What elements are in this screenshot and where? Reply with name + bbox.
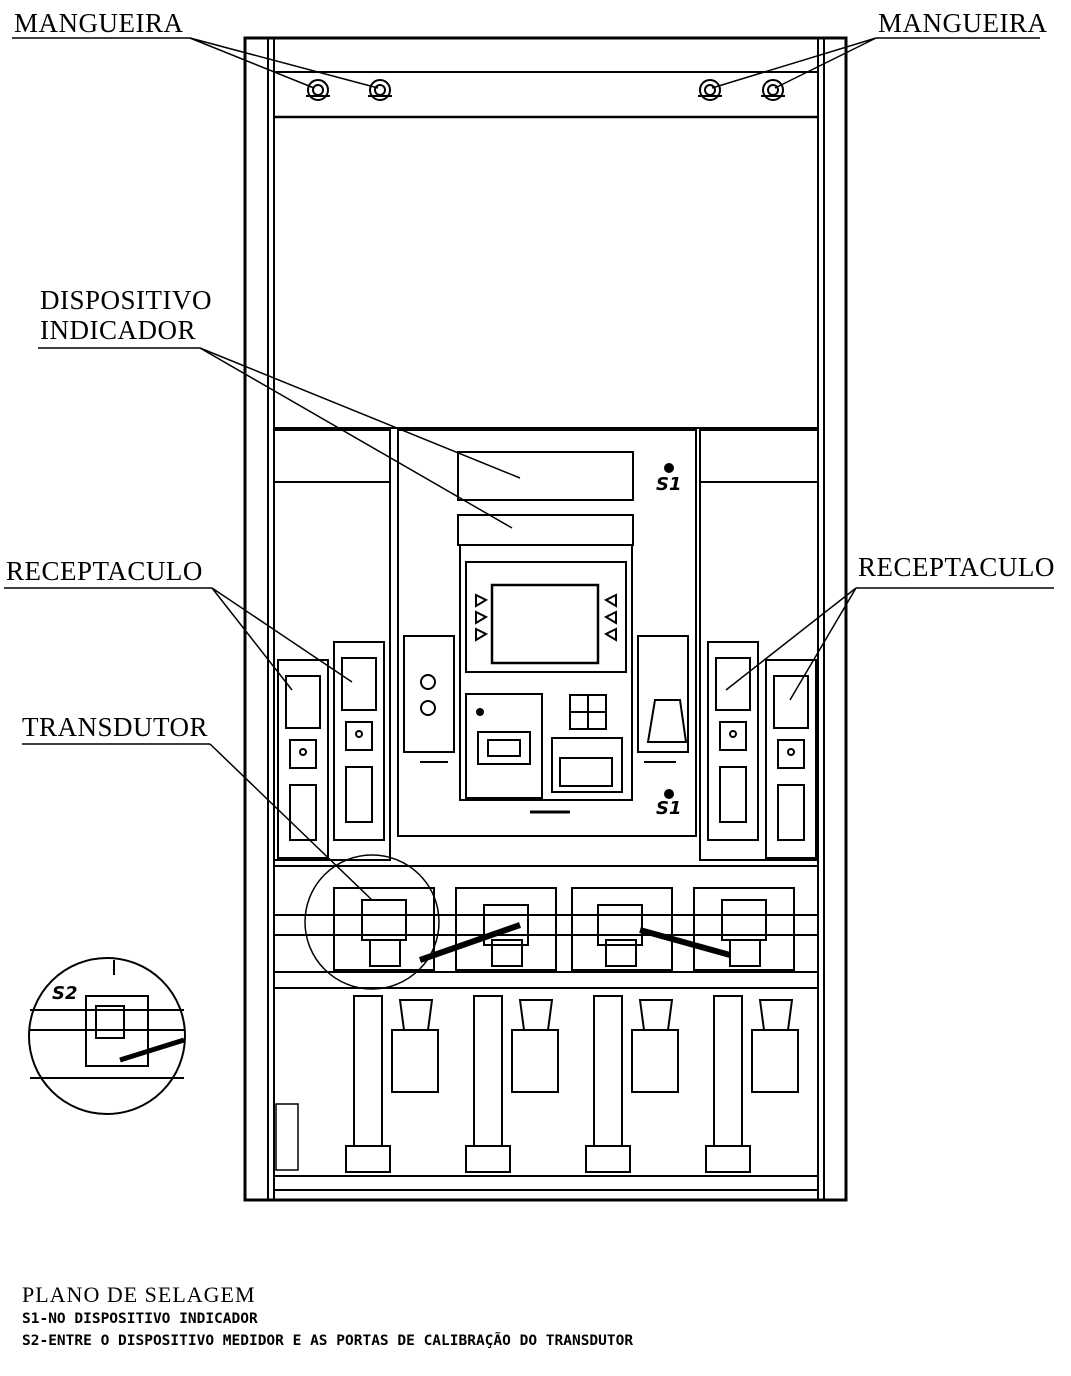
meter-unit-1 (333, 887, 435, 971)
legend-item-s1: S1-NO DISPOSITIVO INDICADOR (22, 1311, 258, 1327)
pump-column-3 (585, 995, 679, 1173)
seal-dot-s1-top (664, 463, 674, 473)
pump-column-2 (465, 995, 559, 1173)
hose-outlet-icon (698, 79, 722, 101)
receptacle-left-outer (277, 659, 329, 859)
detail-magnifier (28, 957, 186, 1115)
seal-dot-s1-bottom (664, 789, 674, 799)
legend-title: PLANO DE SELAGEM (22, 1282, 256, 1307)
label-receptaculo-left: RECEPTACULO (6, 556, 203, 586)
hose-outlet-icon (761, 79, 785, 101)
meter-unit-4 (693, 887, 795, 971)
label-receptaculo-right: RECEPTACULO (858, 552, 1055, 582)
pump-section (275, 995, 799, 1173)
meter-bay (273, 854, 819, 990)
sealing-plan-legend: PLANO DE SELAGEM S1-NO DISPOSITIVO INDIC… (22, 1282, 633, 1352)
label-dispositivo: DISPOSITIVO (40, 285, 213, 315)
label-transdutor: TRANSDUTOR (22, 712, 209, 742)
pump-column-4 (705, 995, 799, 1173)
hose-outlet-icon (368, 79, 392, 101)
cabinet-frame (243, 36, 848, 1202)
label-indicador: INDICADOR (40, 315, 196, 345)
receptacles (277, 641, 817, 859)
pump-column-1 (345, 995, 439, 1173)
label-mangueira-left: MANGUEIRA (14, 8, 184, 38)
hose-outlets (306, 79, 785, 101)
side-panels (273, 429, 819, 861)
receptacle-left-inner (333, 641, 385, 841)
legend-item-s2: S2-ENTRE O DISPOSITIVO MEDIDOR E AS PORT… (22, 1333, 634, 1349)
hose-outlet-icon (306, 79, 330, 101)
seal-markers (664, 463, 674, 799)
seal-label-s1-top: S1 (656, 474, 682, 495)
seal-label-s2: S2 (52, 983, 78, 1004)
seal-label-s1-bottom: S1 (656, 798, 682, 819)
label-mangueira-right: MANGUEIRA (878, 8, 1048, 38)
meter-unit-2 (455, 887, 557, 971)
leader-lines (4, 37, 1054, 901)
meter-unit-3 (571, 887, 673, 971)
receptacle-right-inner (707, 641, 759, 841)
detail-callout-circle (304, 854, 440, 990)
indicator-device (397, 429, 697, 837)
receptacle-right-outer (765, 659, 817, 859)
